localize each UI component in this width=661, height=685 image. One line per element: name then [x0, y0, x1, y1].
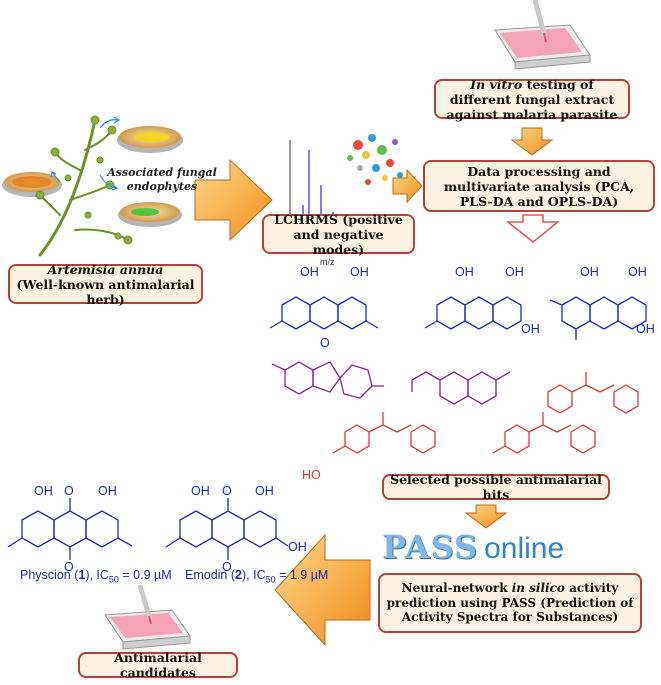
microplate-top	[494, 0, 591, 70]
molecule-cluster-icon	[347, 134, 403, 185]
atom-label: OH	[580, 265, 599, 279]
structure-griseofulvin	[271, 361, 384, 399]
atom-label: HO	[302, 468, 321, 482]
atom-label: OH	[350, 265, 369, 279]
fungal-endophytes-caption: Associated fungal endophytes	[107, 166, 217, 193]
emodin-caption: Emodin (2), IC50 = 1.9 µM	[185, 568, 329, 585]
atom-label: OH	[505, 265, 524, 279]
atom-label: OH	[288, 540, 307, 554]
atom-label: OH	[98, 484, 117, 498]
atom-label: OH	[636, 322, 655, 336]
arrow-invitro-to-data	[510, 127, 554, 156]
atom-label: O	[320, 336, 330, 350]
atom-label: OH	[455, 265, 474, 279]
atom-label: OH	[191, 484, 210, 498]
atom-label: OH	[628, 265, 647, 279]
arrow-data-to-hits	[505, 214, 561, 243]
mz-label: m/z	[320, 257, 335, 267]
data-processing-box: Data processing and multivariate analysi…	[423, 160, 655, 212]
arrow-plant-to-ms	[194, 158, 273, 242]
microplate-bottom	[104, 584, 191, 650]
petri-dish-green	[118, 202, 182, 227]
atom-label: O	[64, 484, 74, 498]
structure-benzyl-benzoate	[547, 372, 639, 414]
atom-label: OH	[255, 484, 274, 498]
structure-anthraquinone-3	[549, 296, 647, 340]
structure-anthraquinone-1	[269, 296, 379, 330]
dish-arrows	[50, 116, 121, 191]
pass-logo-online: online	[484, 532, 565, 565]
atom-label: OH	[300, 265, 319, 279]
arrow-pass-to-candidates	[274, 533, 371, 647]
petri-dish-yellow	[117, 126, 183, 153]
structure-ester-3	[492, 412, 596, 454]
candidates-box: Antimalarial candidates	[78, 650, 238, 680]
atom-label: O	[222, 560, 232, 574]
physcion-caption: Physcion (1), IC50 = 0.9 µM	[20, 568, 172, 585]
structure-ester-2	[332, 412, 436, 454]
structure-emodin	[165, 498, 289, 560]
structure-anthraquinone-2	[424, 296, 522, 330]
artemisia-plant	[35, 115, 133, 257]
arrow-ms-to-data	[392, 168, 423, 204]
artemisia-box: Artemisia annua(Well-known antimalarial …	[8, 262, 203, 307]
in-vitro-box: In vitro testing of different fungal ext…	[434, 77, 630, 122]
atom-label: OH	[521, 322, 540, 336]
hits-box: Selected possible antimalarial hits	[382, 472, 610, 502]
structure-naphthoquinone	[411, 371, 511, 405]
lchrms-box: LCHRMS (positive and negative modes)	[262, 212, 415, 257]
atom-label: O	[222, 484, 232, 498]
neural-network-box: Neural-network in silico activity predic…	[378, 573, 642, 633]
petri-dish-orange	[2, 172, 62, 197]
pass-logo-text: PASS	[382, 528, 479, 566]
atom-label: OH	[34, 484, 53, 498]
arrow-hits-to-pass	[464, 504, 508, 529]
structure-physcion	[7, 498, 133, 560]
atom-label: O	[64, 560, 74, 574]
